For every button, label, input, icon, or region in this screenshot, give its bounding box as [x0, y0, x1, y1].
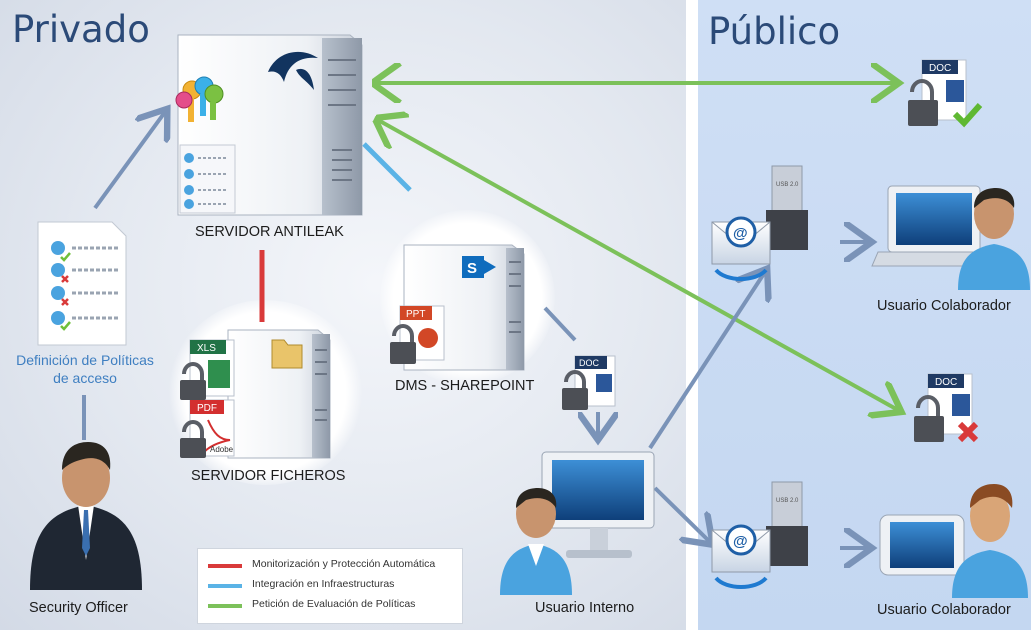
- padlock-icon: [180, 362, 206, 458]
- label-collaborator-2: Usuario Colaborador: [877, 602, 1011, 618]
- collaborator-1-icon: [871, 185, 1030, 290]
- ppt-padlock-icon: [390, 324, 416, 364]
- dms-to-doc-link: [543, 306, 577, 342]
- adobe-text: Adobe: [210, 445, 234, 454]
- monitor-screen: [552, 460, 644, 520]
- label-policy-line2: de acceso: [53, 370, 117, 386]
- private-zone-title: Privado: [12, 8, 150, 51]
- legend: Monitorización y Protección Automática I…: [197, 548, 463, 624]
- antileak-server-icon: [175, 34, 363, 216]
- sharepoint-logo-icon: S: [462, 256, 496, 278]
- policy-upload-arrow: [93, 112, 165, 210]
- label-internal-user: Usuario Interno: [535, 600, 635, 616]
- folder-icon: [271, 339, 303, 369]
- denied-doc-icon: DOC: [914, 373, 979, 443]
- check-icon: [952, 103, 983, 128]
- xls-badge-text: XLS: [197, 343, 216, 354]
- pdf-badge-text: PDF: [197, 403, 217, 414]
- security-officer-icon: [30, 442, 142, 590]
- label-dms-sharepoint: DMS - SHAREPOINT: [395, 378, 535, 394]
- svg-text:@: @: [733, 533, 748, 550]
- legend-label: Integración en Infraestructuras: [252, 578, 395, 590]
- legend-swatch-blue: [208, 584, 242, 588]
- label-policy-line1: Definición de Políticas: [16, 352, 154, 368]
- label-collaborator-1: Usuario Colaborador: [877, 298, 1011, 314]
- antileak-logo-icon: [268, 51, 318, 82]
- doc-internal-badge: DOC: [579, 358, 600, 368]
- cross-icon: [957, 421, 979, 443]
- file-server-icon: XLS PDF Adobe: [180, 329, 331, 459]
- label-server-files: SERVIDOR FICHEROS: [191, 468, 346, 484]
- allowed-doc-icon: DOC: [908, 59, 983, 128]
- sharepoint-server-icon: S PPT: [390, 244, 525, 371]
- ppt-badge-text: PPT: [406, 309, 425, 320]
- collaborator-2-icon: [879, 484, 1028, 598]
- label-security-officer: Security Officer: [29, 600, 128, 616]
- doc-allowed-badge: DOC: [929, 63, 951, 74]
- internal-doc-icon: DOC: [562, 355, 616, 410]
- policy-evaluation-arrow-diagonal: [378, 120, 898, 410]
- svg-text:S: S: [467, 260, 477, 277]
- label-policy-definition: Definición de Políticas de acceso: [6, 351, 164, 387]
- legend-swatch-red: [208, 564, 242, 568]
- usb-label-2: USB 2.0: [776, 498, 799, 504]
- svg-text:@: @: [733, 225, 748, 242]
- user-to-email-arrow-2: [653, 486, 710, 542]
- email-usb-icon-1: USB 2.0 @: [711, 165, 808, 281]
- policy-document-icon: [37, 221, 127, 346]
- public-zone-title: Público: [708, 10, 841, 53]
- legend-label: Petición de Evaluación de Políticas: [252, 598, 416, 610]
- doc-denied-badge: DOC: [935, 377, 957, 388]
- legend-swatch-green: [208, 604, 242, 608]
- policy-list-icon: [179, 144, 236, 214]
- usb-label-1: USB 2.0: [776, 182, 799, 188]
- integration-link: [362, 142, 412, 192]
- connector-lines: [82, 83, 898, 548]
- label-server-antileak: SERVIDOR ANTILEAK: [195, 224, 344, 240]
- legend-label: Monitorización y Protección Automática: [252, 558, 436, 570]
- user-to-email-arrow: [648, 272, 765, 450]
- email-usb-icon-2: USB 2.0 @: [711, 481, 808, 589]
- internal-user-icon: [500, 451, 655, 595]
- keys-icon: [175, 76, 224, 122]
- ppt-file-icon: PPT: [399, 305, 445, 361]
- xls-file-icon: XLS: [189, 339, 235, 397]
